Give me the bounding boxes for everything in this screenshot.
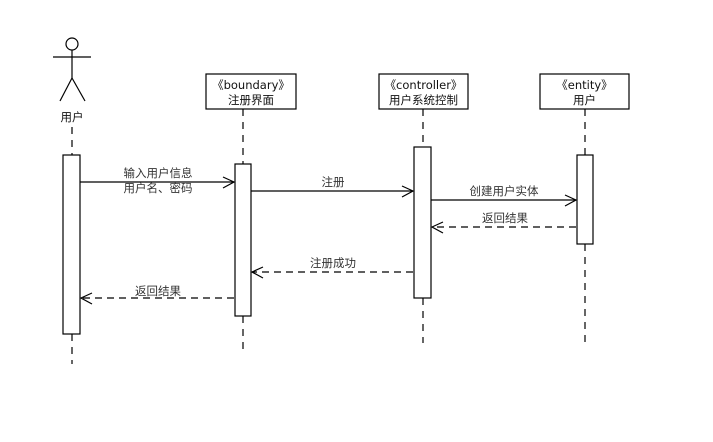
message-return-result-user[interactable]: 返回结果 bbox=[79, 284, 234, 305]
message-label: 返回结果 bbox=[482, 211, 528, 225]
message-create-user-entity[interactable]: 创建用户实体 bbox=[431, 184, 578, 207]
message-return-result-entity[interactable]: 返回结果 bbox=[430, 211, 576, 234]
activation-user bbox=[62, 154, 81, 335]
arrowhead-open-icon bbox=[250, 266, 264, 279]
message-input-user-info[interactable]: 输入用户信息 用户名、密码 bbox=[80, 166, 236, 195]
participant-box bbox=[539, 73, 630, 110]
participant-box bbox=[378, 73, 469, 110]
message-register-success[interactable]: 注册成功 bbox=[250, 256, 413, 279]
participant-stereotype: 《entity》 bbox=[556, 78, 612, 92]
participant-box bbox=[205, 73, 297, 110]
arrowhead-open-icon bbox=[222, 176, 236, 189]
participant-name: 用户系统控制 bbox=[389, 93, 458, 107]
participant-boundary[interactable]: 《boundary》 注册界面 bbox=[205, 73, 297, 110]
arrowhead-open-icon bbox=[401, 185, 415, 198]
message-register[interactable]: 注册 bbox=[251, 175, 415, 198]
message-label: 输入用户信息 bbox=[124, 166, 193, 180]
stick-figure-icon bbox=[53, 37, 91, 102]
activation-entity bbox=[576, 154, 594, 245]
actor-user[interactable]: 用户 bbox=[53, 37, 91, 124]
participant-controller[interactable]: 《controller》 用户系统控制 bbox=[378, 73, 469, 110]
message-label: 用户名、密码 bbox=[124, 181, 193, 195]
participant-stereotype: 《boundary》 bbox=[212, 78, 290, 92]
actor-label: 用户 bbox=[61, 110, 84, 124]
participant-stereotype: 《controller》 bbox=[385, 78, 463, 92]
arrowhead-open-icon bbox=[79, 292, 93, 305]
participant-name: 用户 bbox=[573, 93, 596, 107]
participant-name: 注册界面 bbox=[228, 93, 274, 107]
activation-boundary bbox=[234, 163, 252, 317]
message-label: 注册成功 bbox=[310, 256, 356, 270]
message-label: 创建用户实体 bbox=[470, 184, 539, 198]
activation-controller bbox=[413, 146, 432, 299]
arrowhead-open-icon bbox=[430, 221, 444, 234]
participant-entity[interactable]: 《entity》 用户 bbox=[539, 73, 630, 110]
message-label: 注册 bbox=[322, 175, 345, 189]
arrowhead-open-icon bbox=[564, 194, 578, 207]
message-label: 返回结果 bbox=[135, 284, 181, 298]
